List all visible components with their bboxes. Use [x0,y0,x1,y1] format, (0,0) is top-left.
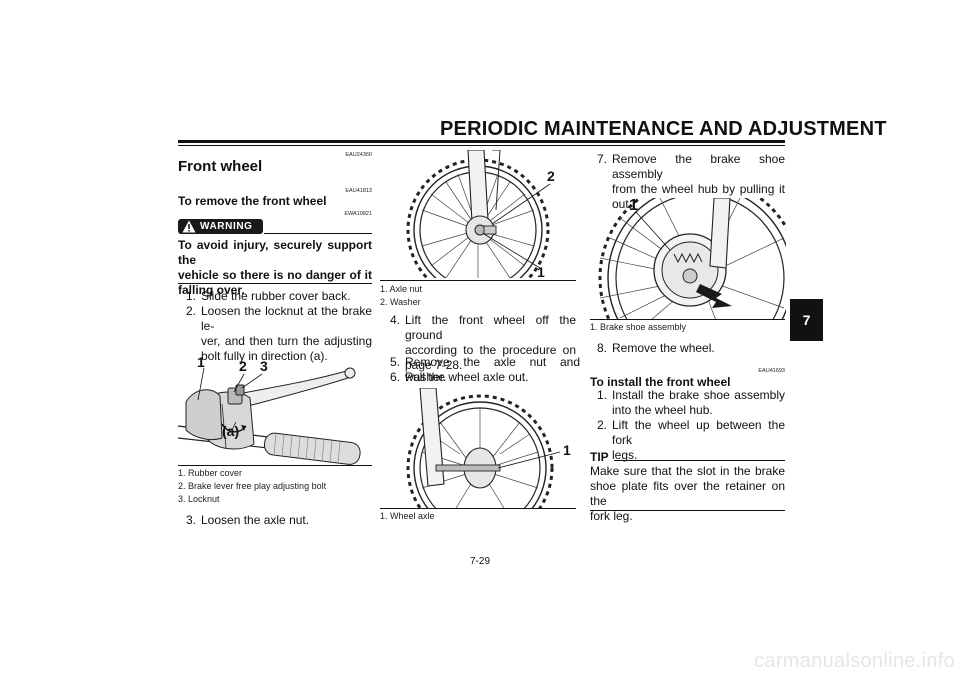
warning-triangle-icon [182,220,196,233]
fig2-callout-1: 1 [563,442,571,458]
step-3: 3. Loosen the axle nut. [186,513,310,527]
fig3-callout-1: 1 [629,197,638,214]
brake-lever-illustration [177,367,361,465]
figure-callout-1: 1 [197,354,205,370]
fig3-caption-rule [590,319,785,320]
tip-text: Make sure that the slot in the brake sho… [590,464,785,523]
warning-badge: WARNING [178,219,263,234]
step-5: 5. Remove the axle nut and washer. [390,355,580,384]
section-title: Front wheel [178,158,263,175]
step-2: 2. Loosen the locknut at the brake le- v… [186,304,372,363]
fig1-captions: 1. Axle nut 2. Washer [380,284,423,307]
install-step-1: 1. Install the brake shoe assembly into … [597,388,785,417]
section-code: EAU24360 [345,152,372,158]
chapter-tab[interactable]: 7 [790,299,823,341]
tip-rule [614,460,785,461]
watermark: carmanualsonline.info [754,650,955,672]
warning-rule [264,233,372,234]
step-4: 4. Lift the front wheel off the ground a… [390,313,576,372]
fig1-caption-rule [380,280,576,281]
fig2-captions: 1. Wheel axle [380,511,435,521]
tip-end-rule [590,510,785,511]
fig3-captions: 1. Brake shoe assembly [590,322,687,332]
wheel-axle-illustration [406,388,561,508]
figure-callout-2: 2 [239,358,247,374]
step-8: 8. Remove the wheel. [597,341,715,355]
install-step-2: 2. Lift the wheel up between the fork le… [597,418,785,462]
page-number: 7-29 [469,556,490,567]
header-rule [178,140,785,143]
figure-callout-a: (a) [222,423,240,439]
warning-code: EWA10821 [344,211,372,217]
figure-captions: 1. Rubber cover 2. Brake lever free play… [178,468,327,504]
header-rule-thin [178,145,785,146]
warning-text: To avoid injury, securely support the ve… [178,238,372,297]
step-1: 1. Slide the rubber cover back. [186,289,351,303]
fig1-callout-1: 1 [537,264,545,280]
figure-caption-rule [178,465,372,466]
step-6: 6. Pull the wheel axle out. [390,370,529,384]
fig1-callout-2: 2 [547,168,555,184]
figure-callout-3: 3 [260,358,268,374]
page-header-title: PERIODIC MAINTENANCE AND ADJUSTMENT [440,118,887,140]
install-code: EAU41693 [758,368,785,374]
remove-title: To remove the front wheel [178,194,327,208]
tip-label: TIP [590,450,609,464]
warning-label: WARNING [200,221,253,232]
fig2-caption-rule [380,508,576,509]
remove-code: EAU41813 [345,188,372,194]
brake-shoe-illustration [598,198,786,320]
step-7: 7. Remove the brake shoe assembly from t… [597,152,785,211]
axle-nut-illustration [406,150,551,278]
warning-end-rule [178,283,372,284]
install-title: To install the front wheel [590,375,731,389]
